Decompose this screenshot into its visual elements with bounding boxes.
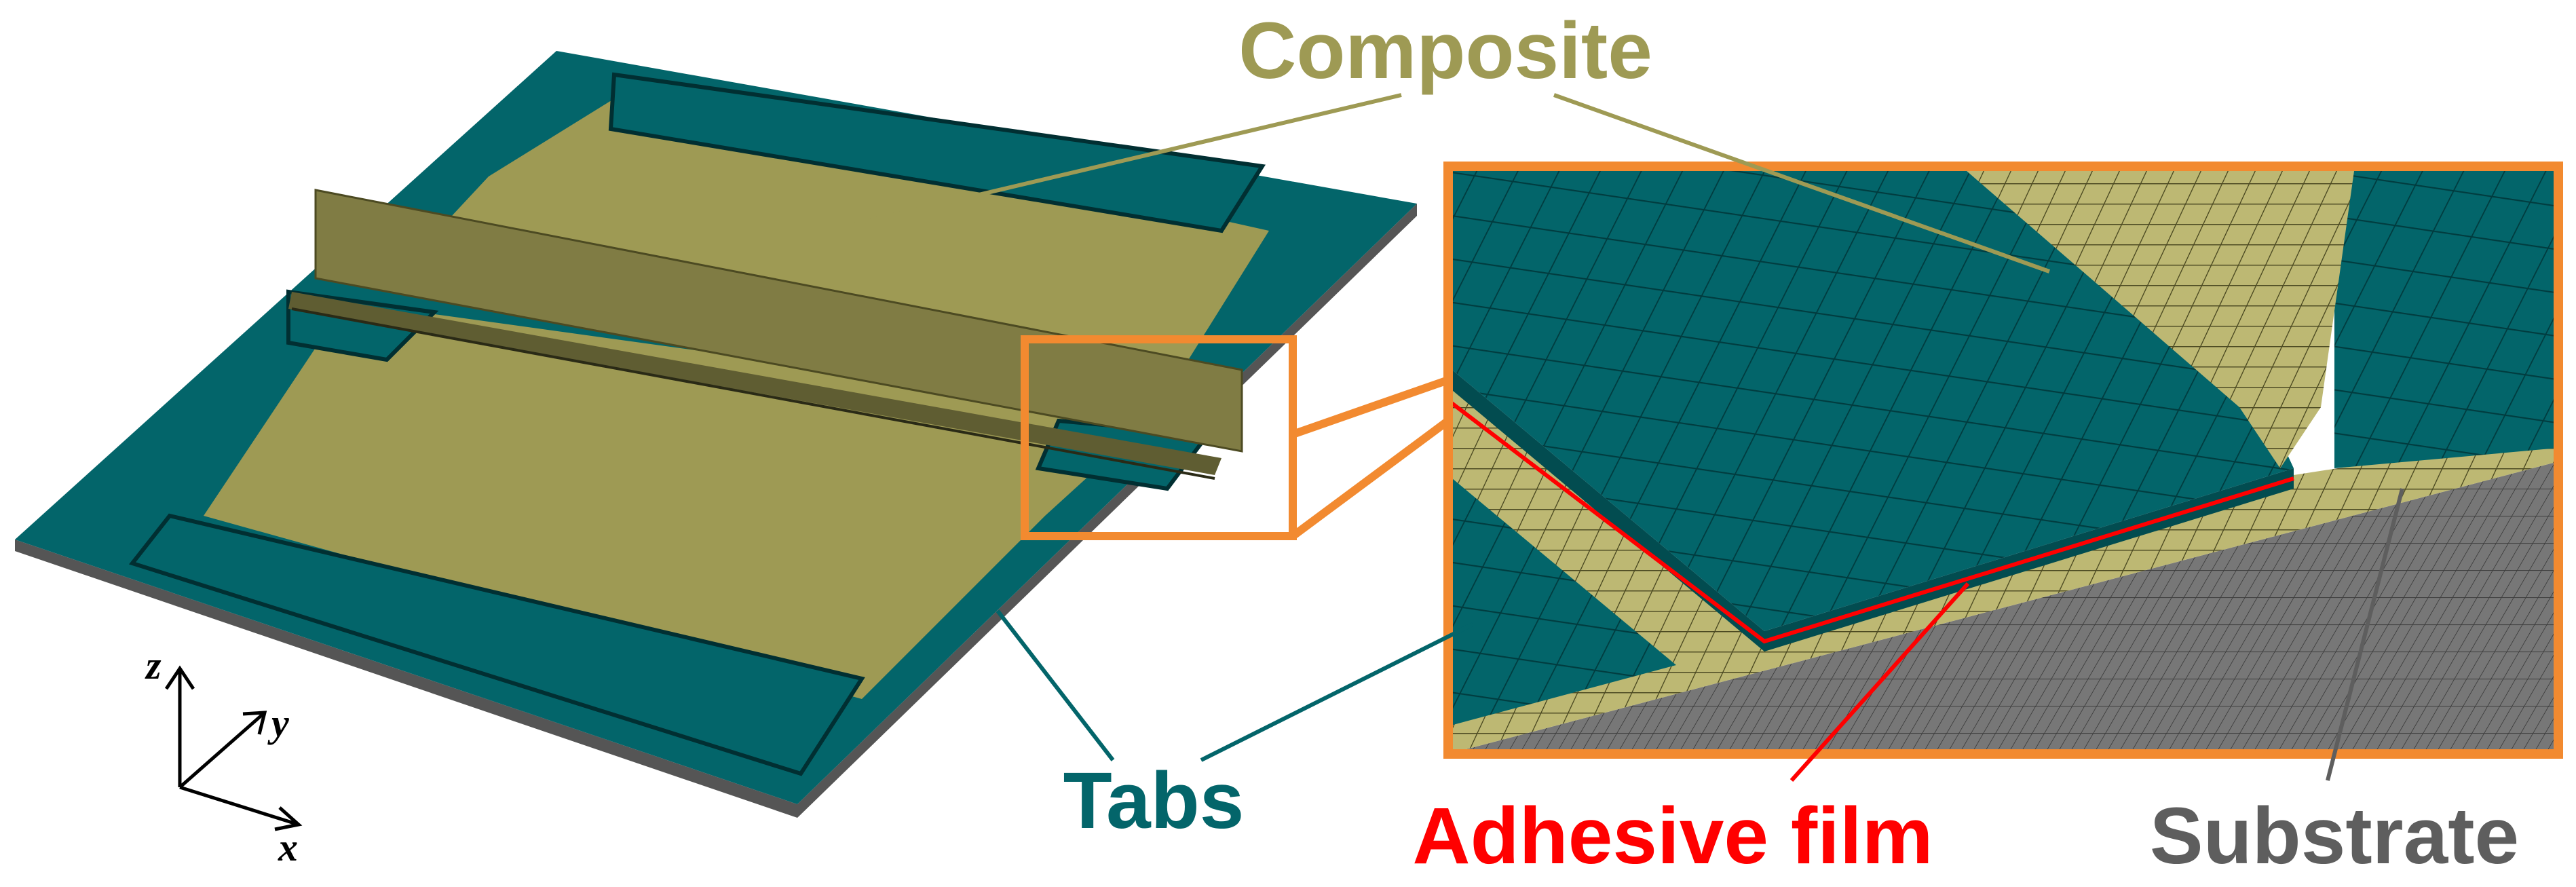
x-axis-label: x <box>278 825 298 869</box>
zoom-tab-left <box>1448 475 1676 726</box>
substrate-plate-edge <box>15 204 1417 818</box>
tabs-leader-right <box>1200 622 1474 762</box>
stiffener-base-strip <box>288 292 1221 475</box>
zoom-tab-main-side <box>1448 366 2294 652</box>
z-axis-arrow <box>164 665 195 690</box>
composite-region-lower <box>204 302 1157 699</box>
substrate-leader <box>2326 488 2404 781</box>
composite-region-upper <box>394 88 1269 394</box>
tabs-leader-left <box>996 609 1115 761</box>
tab-top <box>608 72 1266 233</box>
y-axis-arrow <box>242 711 267 735</box>
callout-connector-bottom <box>1290 417 1451 540</box>
composite-leader-right <box>1553 93 2051 273</box>
z-axis-label: z <box>145 643 162 687</box>
detail-selection-box <box>1021 335 1297 540</box>
y-axis-line <box>178 711 266 789</box>
substrate-label: Substrate <box>2150 791 2519 881</box>
tabs-label: Tabs <box>1063 756 1245 846</box>
composite-label: Composite <box>1238 6 1652 96</box>
composite-leader-left <box>854 93 1402 226</box>
flange-edge-line <box>291 307 1215 480</box>
zoom-adhesive-line <box>1448 398 2294 644</box>
x-axis-arrow <box>274 806 303 831</box>
zoom-detail-view <box>1448 166 2558 754</box>
zoom-tab-right <box>2334 166 2558 468</box>
x-axis-line <box>179 785 299 827</box>
specimen-3d-view <box>15 51 1417 818</box>
zoom-tab-main <box>1448 166 2294 631</box>
zoom-frame <box>1443 162 2563 759</box>
y-axis-label: y <box>267 701 289 745</box>
stiffener-blade <box>314 189 1243 453</box>
adhesive-leader <box>1789 582 1970 782</box>
callout-connector-top <box>1291 376 1450 438</box>
zoom-stiffener <box>1961 166 2355 468</box>
axis-triad <box>164 665 303 831</box>
adhesive-film-label: Adhesive film <box>1412 791 1933 881</box>
tab-bottom <box>128 513 865 776</box>
